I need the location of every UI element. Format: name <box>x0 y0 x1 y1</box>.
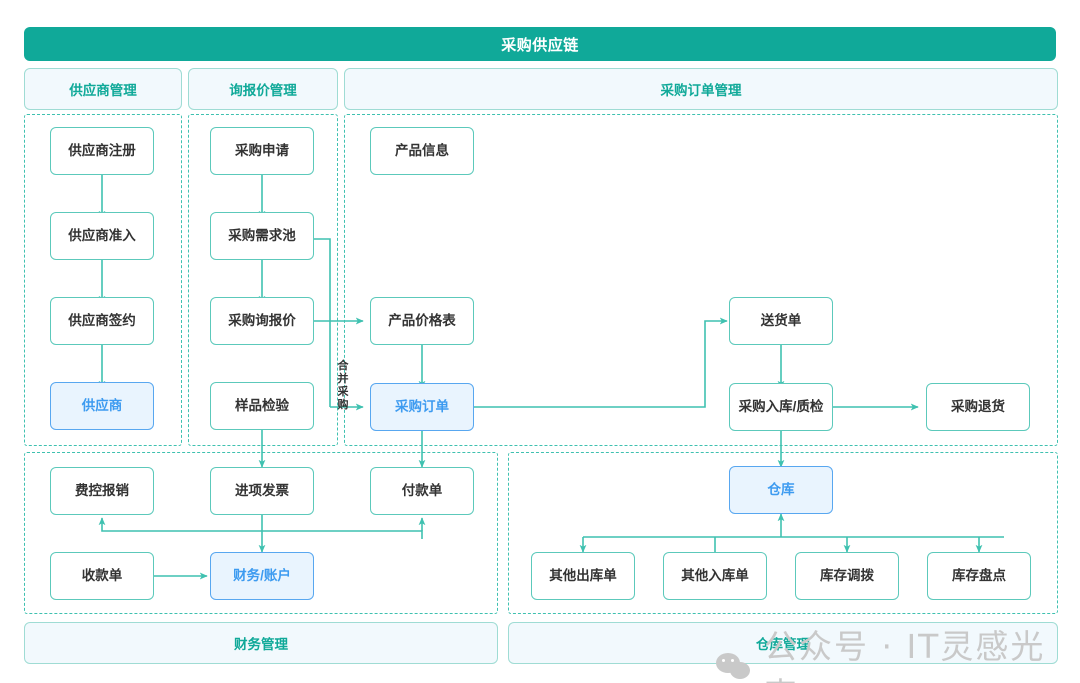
node-supplier-register[interactable]: 供应商注册 <box>50 127 154 175</box>
node-payment-note[interactable]: 付款单 <box>370 467 474 515</box>
node-receipt-qc[interactable]: 采购入库/质检 <box>729 383 833 431</box>
panel-warehouse <box>508 452 1058 614</box>
node-delivery-note[interactable]: 送货单 <box>729 297 833 345</box>
node-receipt-note[interactable]: 收款单 <box>50 552 154 600</box>
node-purchase-return[interactable]: 采购退货 <box>926 383 1030 431</box>
panel-inquiry <box>188 114 338 446</box>
node-warehouse[interactable]: 仓库 <box>729 466 833 514</box>
edge-pool-to-merge-trunk <box>314 238 331 407</box>
page-title: 采购供应链 <box>24 27 1056 61</box>
edge-label-merge-purchase: 合并采购 <box>337 360 349 411</box>
node-supplier[interactable]: 供应商 <box>50 382 154 430</box>
node-expense-claim[interactable]: 费控报销 <box>50 467 154 515</box>
section-header-finance[interactable]: 财务管理 <box>24 622 498 664</box>
node-stock-transfer[interactable]: 库存调拨 <box>795 552 899 600</box>
section-header-warehouse[interactable]: 仓库管理 <box>508 622 1058 664</box>
node-input-invoice[interactable]: 进项发票 <box>210 467 314 515</box>
node-supplier-sign[interactable]: 供应商签约 <box>50 297 154 345</box>
edge-order-to-delivery <box>474 317 728 408</box>
node-purchase-order[interactable]: 采购订单 <box>370 383 474 431</box>
section-header-inquiry[interactable]: 询报价管理 <box>188 68 338 110</box>
node-other-inbound[interactable]: 其他入库单 <box>663 552 767 600</box>
node-other-outbound[interactable]: 其他出库单 <box>531 552 635 600</box>
panel-supplier <box>24 114 182 446</box>
node-product-info[interactable]: 产品信息 <box>370 127 474 175</box>
edge-finance-bus-to-expense <box>98 517 423 539</box>
node-demand-pool[interactable]: 采购需求池 <box>210 212 314 260</box>
node-price-list[interactable]: 产品价格表 <box>370 297 474 345</box>
panel-finance <box>24 452 498 614</box>
node-finance-account[interactable]: 财务/账户 <box>210 552 314 600</box>
section-header-order[interactable]: 采购订单管理 <box>344 68 1058 110</box>
node-inquiry-quote[interactable]: 采购询报价 <box>210 297 314 345</box>
panel-order <box>344 114 1058 446</box>
node-purchase-request[interactable]: 采购申请 <box>210 127 314 175</box>
node-supplier-access[interactable]: 供应商准入 <box>50 212 154 260</box>
section-header-supplier[interactable]: 供应商管理 <box>24 68 182 110</box>
node-sample-check[interactable]: 样品检验 <box>210 382 314 430</box>
node-stock-count[interactable]: 库存盘点 <box>927 552 1031 600</box>
